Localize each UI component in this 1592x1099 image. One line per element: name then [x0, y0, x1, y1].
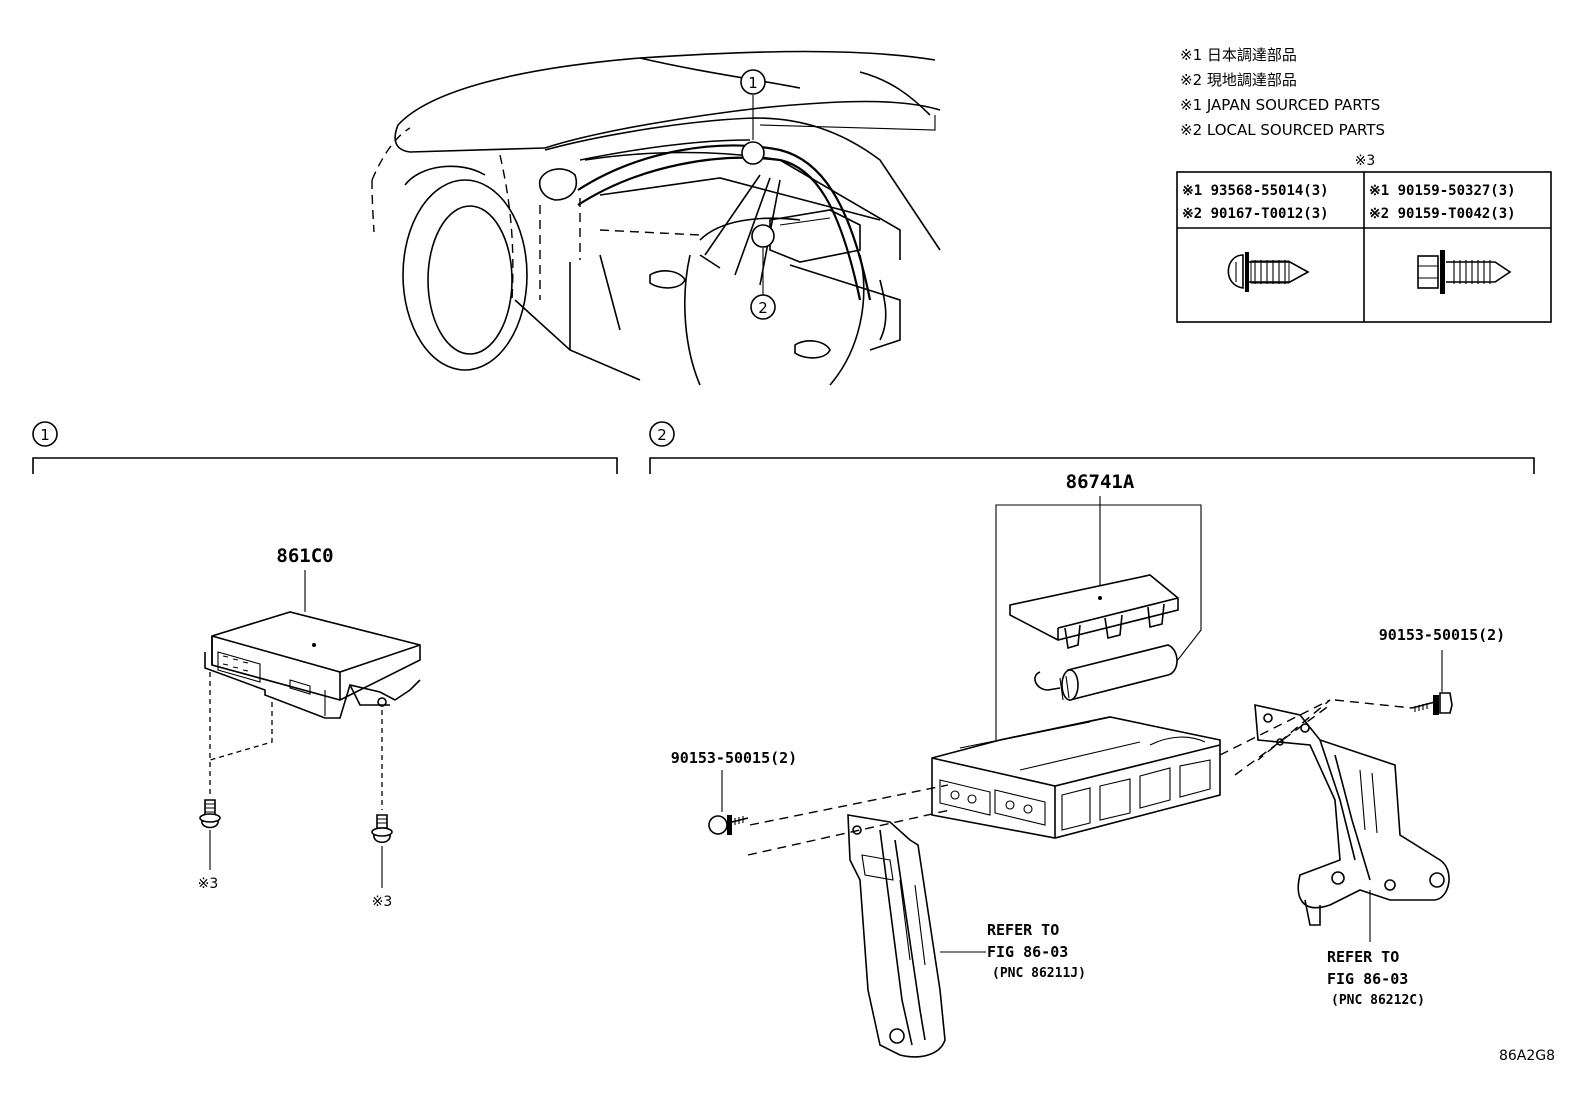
- vehicle-overview-illustration: 1 2: [371, 50, 941, 386]
- callout-2-marker: [750, 294, 776, 320]
- section-1: 1 861C0: [32, 421, 618, 910]
- fastener-col1-line1: ※1 93568-55014(3): [1182, 183, 1329, 199]
- legend-line-4: ※2 LOCAL SOURCED PARTS: [1180, 121, 1385, 139]
- section-2: 2 86741A: [649, 421, 1535, 1058]
- callout-1-marker: [740, 69, 766, 95]
- section-1-label: 1: [40, 426, 50, 444]
- fastener-col2-line1: ※1 90159-50327(3): [1369, 183, 1516, 199]
- kit-cover-plate: [1009, 574, 1179, 650]
- section-2-label: 2: [657, 426, 667, 444]
- sourcing-legend: ※1 日本調達部品 ※2 現地調達部品 ※1 JAPAN SOURCED PAR…: [1180, 46, 1385, 139]
- ecu-module-861C0: [204, 611, 421, 719]
- ecu-module-main: [931, 716, 1221, 839]
- legend-line-1: ※1 日本調達部品: [1180, 46, 1297, 64]
- bolt-right-section2: [1411, 650, 1453, 715]
- callout-1-label: 1: [748, 74, 758, 92]
- mounting-bracket-left: [847, 814, 946, 1058]
- refer-right-line3: (PNC 86212C): [1331, 993, 1425, 1008]
- bolt-left-label: 90153-50015(2): [671, 749, 797, 767]
- bolt-left-section2: [708, 770, 749, 835]
- figure-code: 86A2G8: [1499, 1048, 1555, 1064]
- mounting-bracket-right: [1254, 703, 1450, 926]
- refer-right-line2: FIG 86-03: [1327, 970, 1408, 988]
- section-1-bracket: [32, 457, 618, 474]
- screw-left-section1: [199, 799, 221, 870]
- kit-cylinder-part: [1034, 644, 1178, 702]
- section-2-marker: [649, 421, 675, 447]
- round-head-screw-icon: [1227, 252, 1310, 292]
- section-1-marker: [32, 421, 58, 447]
- section-2-bracket: [649, 457, 1535, 474]
- legend-line-3: ※1 JAPAN SOURCED PARTS: [1180, 96, 1380, 114]
- callout-2-label: 2: [758, 299, 768, 317]
- bolt-right-label: 90153-50015(2): [1379, 626, 1505, 644]
- hex-head-bolt-icon: [1417, 250, 1512, 294]
- fastener-table: ※3 ※1 93568-55014(3) ※2 90167-T0012(3) ※…: [1176, 153, 1552, 323]
- refer-right-line1: REFER TO: [1327, 948, 1399, 966]
- refer-left-line2: FIG 86-03: [987, 943, 1068, 961]
- part-861C0-label: 861C0: [276, 545, 333, 567]
- refer-left-line1: REFER TO: [987, 921, 1059, 939]
- screw-note-left: ※3: [198, 876, 219, 892]
- screw-note-right: ※3: [372, 894, 393, 910]
- legend-line-2: ※2 現地調達部品: [1180, 71, 1297, 89]
- part-86741A-label: 86741A: [1066, 471, 1135, 493]
- refer-left-line3: (PNC 86211J): [992, 966, 1086, 981]
- screw-right-section1: [371, 814, 393, 888]
- fastener-col2-line2: ※2 90159-T0042(3): [1369, 206, 1516, 222]
- fastener-col1-line2: ※2 90167-T0012(3): [1182, 206, 1329, 222]
- fastener-table-header: ※3: [1355, 153, 1376, 169]
